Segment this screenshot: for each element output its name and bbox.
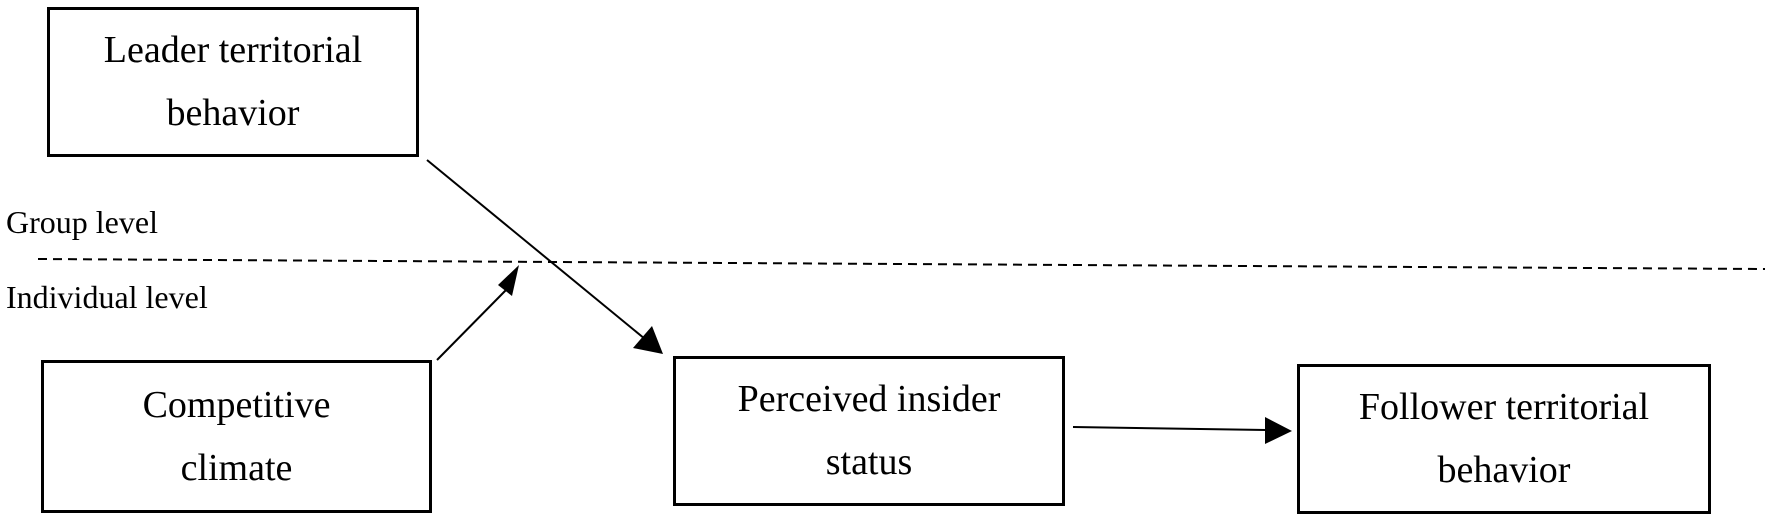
- node-leader-territorial-behavior: Leader territorial behavior: [47, 7, 419, 157]
- node-perceived-insider-status: Perceived insider status: [673, 356, 1065, 506]
- level-divider-line: [37, 258, 1766, 270]
- arrow-climate-to-path: [436, 289, 507, 361]
- node-leader-line2: behavior: [166, 92, 300, 134]
- node-follower-line1: Follower territorial: [1358, 386, 1650, 428]
- arrowhead-leader-to-insider: [633, 326, 663, 354]
- node-follower-territorial-behavior: Follower territorial behavior: [1297, 364, 1711, 514]
- arrow-leader-to-insider: [426, 159, 646, 340]
- node-leader-line1: Leader territorial: [103, 29, 363, 71]
- node-climate-line1: Competitive: [142, 383, 331, 426]
- arrow-insider-to-follower: [1072, 426, 1267, 431]
- node-insider-line1: Perceived insider: [737, 378, 1001, 420]
- individual-level-label: Individual level: [6, 279, 208, 315]
- arrowhead-climate-to-path: [498, 265, 519, 296]
- node-insider-line2: status: [825, 441, 913, 483]
- arrowhead-insider-to-follower: [1265, 417, 1292, 444]
- node-competitive-climate: Competitive climate: [41, 360, 432, 513]
- node-follower-line2: behavior: [1437, 449, 1571, 491]
- node-climate-line2: climate: [180, 446, 293, 489]
- group-level-label: Group level: [6, 204, 158, 240]
